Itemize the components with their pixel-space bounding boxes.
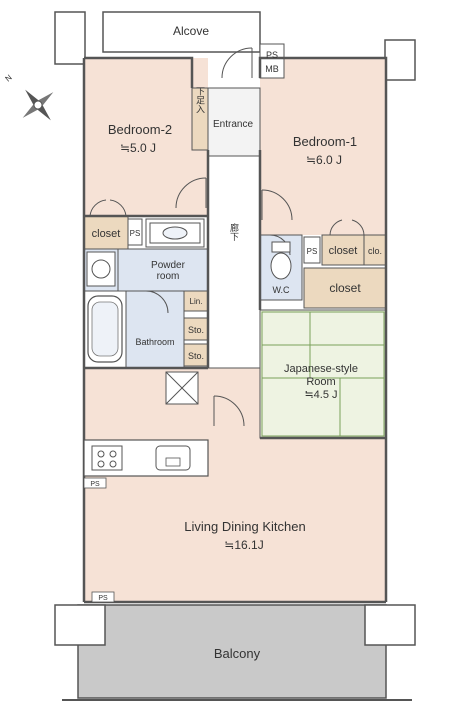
compass-icon: [22, 89, 54, 121]
ps-mb-label-top: PS: [266, 50, 278, 60]
linen-label: Lin.: [190, 297, 203, 306]
storage-2-label: Sto.: [188, 351, 204, 361]
ps-kitchen-label: PS: [90, 481, 100, 488]
bathtub-icon: [87, 295, 123, 363]
closet-jp-label: closet: [329, 281, 361, 295]
ldk-name: Living Dining Kitchen: [184, 519, 305, 534]
compass-north-label: N: [4, 73, 14, 84]
alcove-area: [102, 11, 261, 53]
balcony-label: Balcony: [214, 646, 261, 661]
storage-1-label: Sto.: [188, 325, 204, 335]
right-column: [384, 39, 416, 81]
closet-b1-label: closet: [329, 245, 358, 257]
ps-b2-label: PS: [130, 229, 141, 238]
ps-ldk-box: [91, 591, 115, 603]
tatami-lines: [261, 311, 385, 437]
ps-wc-label: PS: [307, 247, 318, 256]
kitchen-counter: [83, 439, 209, 477]
japanese-room-size: ≒4.5 J: [304, 389, 337, 401]
balcony-right-ledge: [364, 604, 416, 646]
bathroom-label: Bathroom: [135, 337, 174, 347]
japanese-room-fill: [259, 309, 387, 439]
alcove-label: Alcove: [173, 24, 209, 38]
left-column: [54, 11, 86, 65]
entrance-label: Entrance: [213, 119, 253, 130]
bedroom-2-size: ≒5.0 J: [120, 141, 156, 155]
shoe-box-fill: [191, 87, 209, 151]
sink-icon: [149, 222, 201, 244]
ventilation-box: [165, 371, 199, 405]
ps-mb-fill: [259, 43, 285, 79]
wc-label: W.C: [273, 285, 290, 295]
bedroom-2-fill: [84, 58, 208, 216]
japanese-room-label-1: Japanese-style: [284, 363, 358, 375]
balcony-left-ledge: [54, 604, 106, 646]
balcony-fill: [77, 604, 387, 699]
bedroom-2-name: Bedroom-2: [108, 122, 172, 137]
balcony-windows: [130, 601, 350, 606]
powder-room-label-1: Powder: [151, 260, 186, 271]
ps-wc-fill: [303, 236, 321, 264]
ps-mb-label-bottom: MB: [265, 64, 279, 74]
bathroom-fill: [125, 290, 185, 369]
clo-b1-label: clo.: [368, 246, 382, 256]
japanese-room-label-2: Room: [306, 376, 335, 388]
closet-b2-label: closet: [92, 228, 121, 240]
entrance-fill: [207, 87, 261, 157]
powder-room-label-2: room: [157, 271, 180, 282]
bedroom-1-fill: [260, 58, 386, 235]
bedroom-1-size: ≒6.0 J: [306, 153, 342, 167]
ps-ldk-label: PS: [98, 595, 108, 602]
ps-kitchen-box: [83, 477, 107, 489]
washing-machine-icon: [86, 251, 116, 287]
bedroom-1-name: Bedroom-1: [293, 134, 357, 149]
ps-b2-fill: [127, 218, 143, 246]
closet-b1-fill: [321, 234, 365, 266]
ldk-size: ≒16.1J: [224, 538, 263, 552]
powder-room-fill: [117, 248, 209, 292]
hall-label: 廊下: [229, 222, 239, 242]
toilet-icon: [270, 241, 292, 280]
shoe-box-label: 下足入: [195, 87, 205, 114]
door-swings: [89, 47, 365, 477]
